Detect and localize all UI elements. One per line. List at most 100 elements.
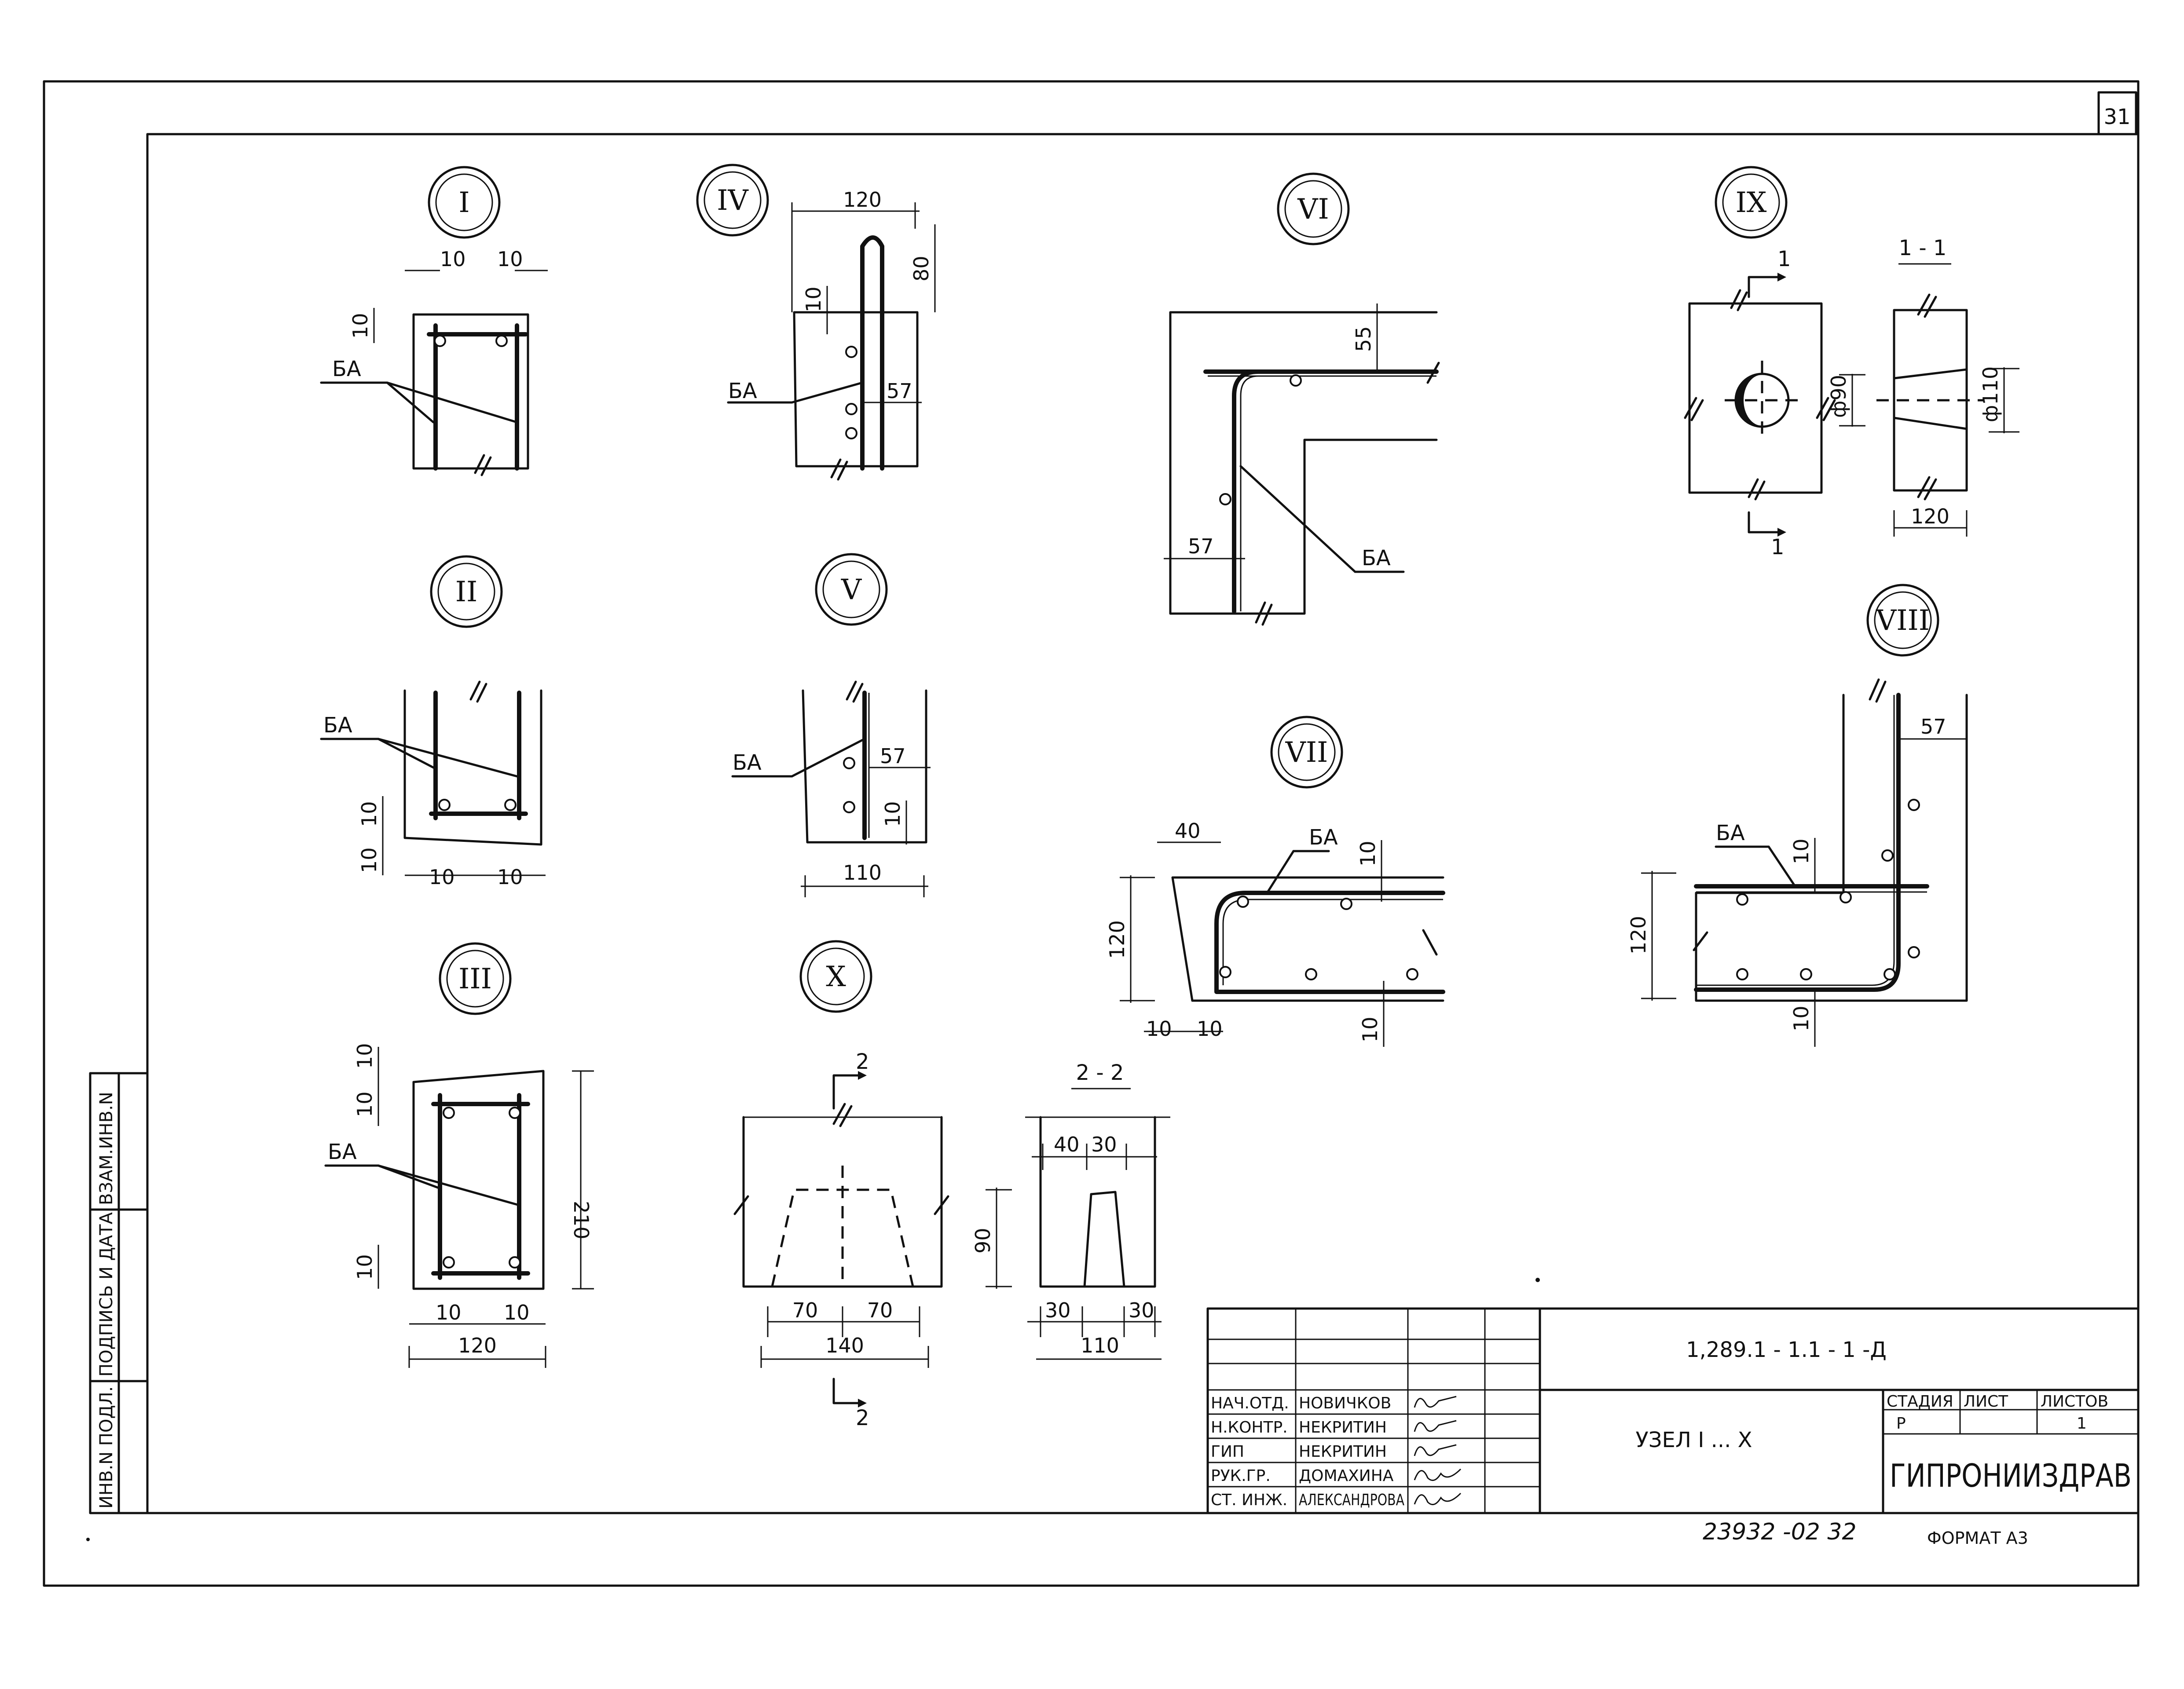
side-stamp: ИНВ.N ПОДЛ. ПОДПИСЬ И ДАТА ВЗАМ.ИНВ.N [89, 1072, 149, 1514]
node-3-dim-5: 10 [436, 1301, 462, 1324]
name-1: НОВИЧКОВ [1299, 1394, 1391, 1412]
stamp-inv-podl: ИНВ.N ПОДЛ. [96, 1386, 117, 1509]
role-5: СТ. ИНЖ. [1211, 1491, 1287, 1509]
node-1-dim-2: 10 [497, 247, 523, 271]
node-1-dim-1: 10 [440, 247, 466, 271]
node-3-label: III [458, 963, 492, 995]
node-4-marker [696, 164, 769, 237]
signature-4 [1414, 1468, 1462, 1481]
node-4-bar-label: БА [728, 379, 757, 403]
node-7-section [1171, 876, 1444, 1002]
node-2-label: II [455, 576, 478, 608]
node-5-dim-2: 10 [881, 801, 905, 827]
node-5: V БА 57 10 110 [731, 553, 931, 897]
signature-3 [1414, 1444, 1457, 1456]
node-8-dim-2: 10 [1789, 838, 1813, 864]
node-8-bar-label: БА [1716, 821, 1745, 845]
node-7-bar-label: БА [1309, 825, 1338, 850]
archive-number: 23932 -02 32 [1703, 1519, 1857, 1545]
role-1: НАЧ.ОТД. [1211, 1394, 1289, 1412]
node-6-label: VI [1297, 193, 1329, 226]
node-9-dim-1: ф90 [1827, 375, 1851, 418]
node-3-dim-6: 10 [504, 1301, 530, 1324]
section-1-1-dim: ф110 [1979, 366, 2002, 422]
node-4-label: IV [717, 184, 749, 217]
node-4-dim-4: 57 [887, 379, 912, 403]
inner-frame [146, 133, 2140, 1514]
node-10-dim-3: 140 [825, 1334, 864, 1357]
node-3-bar-label: БА [328, 1140, 357, 1164]
section-2-2-label: 2 - 2 [1076, 1060, 1124, 1085]
node-6-dim-1: 55 [1352, 326, 1375, 352]
document-code: 1,289.1 - 1.1 - 1 -Д [1686, 1338, 1887, 1362]
node-10-dim-2: 70 [867, 1298, 893, 1322]
node-4: IV БА 120 80 10 57 [696, 164, 936, 481]
node-2-marker [430, 555, 503, 628]
node-3: III БА 10 10 210 10 10 10 120 [324, 942, 594, 1368]
node-5-marker [815, 553, 888, 626]
node-4-section [793, 311, 919, 468]
sheet-number-box [2097, 91, 2137, 135]
node-10-elevation [742, 1116, 943, 1288]
sheet-label: ЛИСТ [1964, 1393, 2008, 1411]
stamp-signature-date: ПОДПИСЬ И ДАТА [96, 1212, 117, 1377]
node-8-dim-3: 120 [1627, 916, 1650, 954]
organization: ГИПРОНИИЗДРАВ [1890, 1457, 2132, 1494]
node-1-label: I [458, 186, 469, 219]
node-6-marker [1277, 172, 1350, 245]
node-3-dim-4: 10 [353, 1254, 377, 1280]
node-5-section [802, 689, 927, 844]
section-2-2-dim-4: 30 [1045, 1298, 1071, 1322]
node-8-dim-1: 57 [1920, 715, 1946, 738]
node-3-dim-2: 10 [353, 1091, 377, 1117]
node-4-dim-3: 10 [802, 286, 825, 312]
node-9-marker [1715, 166, 1788, 239]
node-3-dim-1: 10 [353, 1043, 377, 1069]
signature-2 [1414, 1420, 1457, 1432]
sheets-value: 1 [2077, 1415, 2087, 1433]
node-7-dim-6: 10 [1197, 1017, 1223, 1041]
title-block: 1,289.1 - 1.1 - 1 -Д НАЧ.ОТД. Н.КОНТР. Г… [1206, 1307, 2140, 1548]
section-2-2-dim-5: 30 [1129, 1298, 1154, 1322]
stage-value: Р [1896, 1415, 1906, 1433]
node-5-dim-3: 110 [843, 861, 882, 885]
name-4: ДОМАХИНА [1299, 1467, 1394, 1485]
node-8-dim-4: 10 [1789, 1005, 1813, 1031]
node-7-dim-4: 10 [1358, 1016, 1382, 1042]
format: ФОРМАТ А3 [1927, 1528, 2028, 1548]
node-6-dim-2: 57 [1188, 534, 1214, 558]
node-9-plan [1688, 302, 1823, 494]
section-1-1: 1 - 1 ф110 120 [1876, 236, 2019, 537]
node-7: VII БА 40 10 120 10 10 10 [1105, 716, 1445, 1047]
node-7-dim-5: 10 [1146, 1017, 1172, 1041]
role-2: Н.КОНТР. [1211, 1418, 1288, 1437]
node-9: IX 1 1 ф90 [1684, 166, 1865, 559]
node-9-label: IX [1736, 186, 1767, 219]
node-1-bar-label: БА [332, 357, 361, 381]
node-6-bar-label: БА [1362, 546, 1391, 570]
node-4-dim-2: 80 [909, 256, 933, 282]
node-10-section-mark-top: 2 [856, 1049, 869, 1074]
node-9-section-mark-top: 1 [1777, 247, 1791, 271]
node-7-dim-3: 120 [1105, 920, 1129, 959]
drawing-title: УЗЕЛ I ... X [1635, 1428, 1752, 1452]
signature-1 [1414, 1396, 1457, 1408]
section-2-2-dim-1: 40 [1054, 1133, 1080, 1156]
name-3: НЕКРИТИН [1299, 1443, 1387, 1461]
node-10-section-mark-bottom: 2 [856, 1406, 869, 1430]
node-9-section-mark-bottom: 1 [1771, 535, 1785, 559]
name-5: АЛЕКСАНДРОВА [1299, 1491, 1404, 1509]
section-2-2-dim-2: 30 [1091, 1133, 1117, 1156]
node-3-dim-3: 210 [569, 1201, 593, 1239]
node-6: VI БА 55 57 [1164, 172, 1440, 626]
node-5-bar-label: БА [733, 750, 762, 775]
section-2-2-dim-6: 110 [1081, 1334, 1119, 1357]
node-6-section [1169, 311, 1438, 615]
node-2-dim-4: 10 [497, 865, 523, 889]
stamp-vzam-inv: ВЗАМ.ИНВ.N [96, 1092, 117, 1205]
node-1: I БА 10 10 10 [320, 166, 548, 476]
node-1-dim-3: 10 [348, 313, 372, 339]
role-3: ГИП [1211, 1443, 1244, 1461]
node-2-dim-3: 10 [429, 865, 455, 889]
